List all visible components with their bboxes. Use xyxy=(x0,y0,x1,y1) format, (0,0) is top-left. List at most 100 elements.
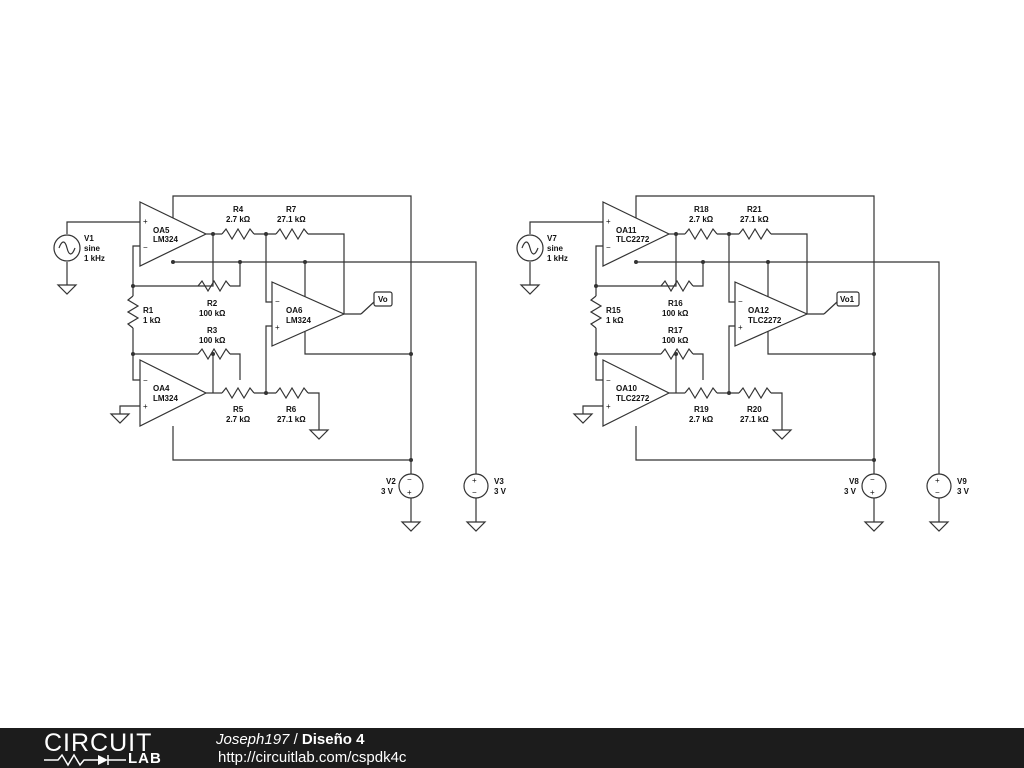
circuit-title[interactable]: Diseño 4 xyxy=(301,731,365,748)
resistor-ref: R17 xyxy=(668,326,683,335)
resistor-ref: R2 xyxy=(207,299,218,308)
output-label-vo: Vo xyxy=(373,291,393,307)
ground-icon xyxy=(519,284,541,295)
resistor-value: 2.7 kΩ xyxy=(226,415,251,424)
footer-bar: CIRCUIT LAB Joseph197 / Diseño 4 http://… xyxy=(0,728,1024,768)
resistor-r19: R19 2.7 kΩ xyxy=(684,386,718,424)
resistor-r4: R4 2.7 kΩ xyxy=(221,205,255,241)
source-ref: V1 xyxy=(84,234,94,243)
resistor-value: 27.1 kΩ xyxy=(740,415,769,424)
resistor-value: 1 kΩ xyxy=(606,316,624,325)
circuit-url[interactable]: http://circuitlab.com/cspdk4c xyxy=(218,749,407,766)
resistor-r20: R20 27.1 kΩ xyxy=(738,386,772,424)
plus-sign: + xyxy=(472,476,477,485)
minus-sign: − xyxy=(472,488,477,497)
opamp-oa12: − + OA12 TLC2272 xyxy=(734,281,809,347)
minus-sign: − xyxy=(870,475,875,484)
dc-source-v2: − + V2 3 V xyxy=(381,473,424,499)
opamp-oa10: − + OA10 TLC2272 xyxy=(602,359,671,427)
opamp-minus-sign: − xyxy=(606,376,611,385)
resistor-value: 2.7 kΩ xyxy=(689,415,714,424)
logo-wordmark-top: CIRCUIT xyxy=(44,729,153,757)
resistor-ref: R18 xyxy=(694,205,709,214)
resistor-r15: R15 1 kΩ xyxy=(589,295,624,329)
opamp-oa11: + − OA11 TLC2272 xyxy=(602,201,671,267)
dc-source-v8: − + V8 3 V xyxy=(844,473,887,499)
right-circuit: + − OA11 TLC2272 − + OA10 TLC2272 − + OA… xyxy=(516,195,970,532)
resistor-value: 27.1 kΩ xyxy=(277,415,306,424)
resistor-value: 2.7 kΩ xyxy=(689,215,714,224)
opamp-model: TLC2272 xyxy=(748,316,782,325)
source-value: 3 V xyxy=(957,487,970,496)
ground-icon xyxy=(863,521,885,532)
ground-icon xyxy=(928,521,950,532)
opamp-oa4: − + OA4 LM324 xyxy=(139,359,208,427)
resistor-r3: R3 100 kΩ xyxy=(197,326,231,361)
resistor-value: 100 kΩ xyxy=(199,336,226,345)
resistor-diode-icon xyxy=(44,753,126,767)
source-value: 3 V xyxy=(844,487,857,496)
source-frequency: 1 kHz xyxy=(84,254,105,263)
opamp-model: TLC2272 xyxy=(616,394,650,403)
resistor-ref: R19 xyxy=(694,405,709,414)
opamp-plus-sign: + xyxy=(738,323,743,332)
circuit-schematic: + − OA5 LM324 − + OA4 LM324 − + OA6 LM32… xyxy=(53,195,970,532)
circuitlab-logo[interactable]: CIRCUIT LAB xyxy=(44,729,174,767)
opamp-plus-sign: + xyxy=(143,217,148,226)
source-type: sine xyxy=(84,244,101,253)
resistor-value: 27.1 kΩ xyxy=(277,215,306,224)
resistor-value: 2.7 kΩ xyxy=(226,215,251,224)
ground-icon xyxy=(465,521,487,532)
logo-wordmark-bottom: LAB xyxy=(128,750,162,767)
opamp-plus-sign: + xyxy=(606,402,611,411)
opamp-minus-sign: − xyxy=(143,376,148,385)
resistor-ref: R20 xyxy=(747,405,762,414)
ground-icon xyxy=(56,284,78,295)
opamp-ref: OA11 xyxy=(616,226,637,235)
opamp-oa6: − + OA6 LM324 xyxy=(271,281,346,347)
opamp-ref: OA12 xyxy=(748,306,769,315)
sine-source-v1: V1 sine 1 kHz xyxy=(53,234,105,263)
resistor-ref: R21 xyxy=(747,205,762,214)
source-value: 3 V xyxy=(494,487,507,496)
opamp-plus-sign: + xyxy=(275,323,280,332)
output-label-vo1: Vo1 xyxy=(836,291,860,307)
opamp-minus-sign: − xyxy=(606,243,611,252)
resistor-r6: R6 27.1 kΩ xyxy=(275,386,309,424)
opamp-ref: OA5 xyxy=(153,226,170,235)
resistor-ref: R7 xyxy=(286,205,297,214)
source-ref: V7 xyxy=(547,234,557,243)
circuit-credit: Joseph197 / Diseño 4 xyxy=(216,731,364,748)
credit-separator: / xyxy=(289,731,302,748)
ground-icon xyxy=(771,429,793,440)
source-ref: V3 xyxy=(494,477,504,486)
resistor-value: 100 kΩ xyxy=(662,309,689,318)
resistor-ref: R3 xyxy=(207,326,218,335)
net-label: Vo xyxy=(378,295,388,304)
source-value: 3 V xyxy=(381,487,394,496)
opamp-minus-sign: − xyxy=(143,243,148,252)
resistor-r16: R16 100 kΩ xyxy=(660,279,694,318)
plus-sign: + xyxy=(870,488,875,497)
resistor-value: 1 kΩ xyxy=(143,316,161,325)
ground-icon xyxy=(109,413,131,424)
left-circuit: + − OA5 LM324 − + OA4 LM324 − + OA6 LM32… xyxy=(53,195,507,532)
resistor-ref: R6 xyxy=(286,405,297,414)
resistor-r2: R2 100 kΩ xyxy=(197,279,231,318)
opamp-plus-sign: + xyxy=(606,217,611,226)
opamp-model: LM324 xyxy=(153,235,178,244)
source-ref: V9 xyxy=(957,477,967,486)
dc-source-v3: + − V3 3 V xyxy=(463,473,507,499)
resistor-r5: R5 2.7 kΩ xyxy=(221,386,255,424)
resistor-value: 100 kΩ xyxy=(662,336,689,345)
opamp-minus-sign: − xyxy=(738,297,743,306)
author-link[interactable]: Joseph197 xyxy=(216,731,290,748)
resistor-r21: R21 27.1 kΩ xyxy=(738,205,772,241)
resistor-value: 27.1 kΩ xyxy=(740,215,769,224)
opamp-minus-sign: − xyxy=(275,297,280,306)
resistor-r7: R7 27.1 kΩ xyxy=(275,205,309,241)
ground-icon xyxy=(572,413,594,424)
sine-source-v7: V7 sine 1 kHz xyxy=(516,234,568,263)
plus-sign: + xyxy=(935,476,940,485)
opamp-ref: OA4 xyxy=(153,384,170,393)
